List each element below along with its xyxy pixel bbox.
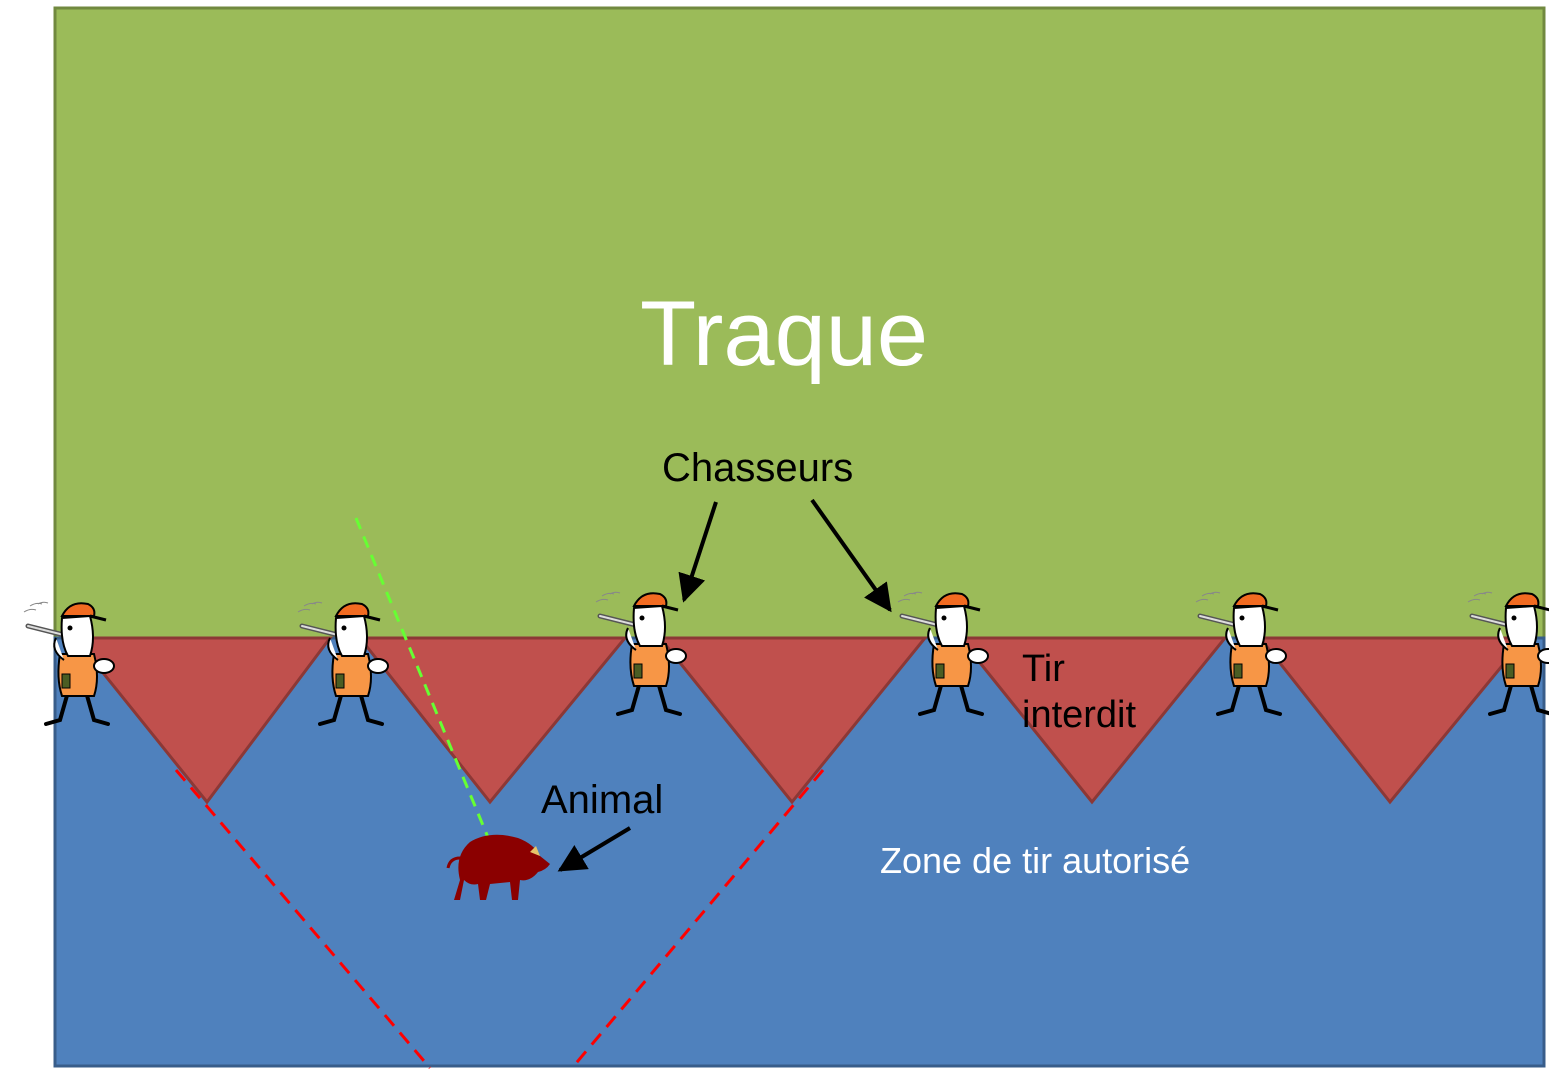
limit-line (570, 769, 825, 1069)
title-traque: Traque (640, 283, 929, 385)
label-no-fire: Tir interdit (1022, 646, 1136, 738)
label-no-fire-line2: interdit (1022, 694, 1137, 736)
limit-line (174, 769, 432, 1069)
no-fire-triangle (656, 636, 929, 805)
no-fire-triangle (956, 636, 1229, 805)
no-fire-triangle (71, 636, 333, 805)
label-hunters: Chasseurs (662, 446, 854, 490)
sight-line (354, 517, 496, 853)
no-fire-triangle (356, 636, 629, 805)
arrow-hunters-2 (810, 498, 892, 613)
label-no-fire-line1: Tir (1022, 648, 1065, 690)
label-fire-zone: Zone de tir autorisé (880, 840, 1191, 881)
arrow-animal (557, 826, 632, 872)
arrow-hunters-1 (678, 501, 718, 603)
no-fire-triangles (71, 636, 1529, 805)
no-fire-triangle (1256, 636, 1529, 805)
label-animal: Animal (541, 778, 664, 822)
traque-zone (53, 6, 1546, 640)
